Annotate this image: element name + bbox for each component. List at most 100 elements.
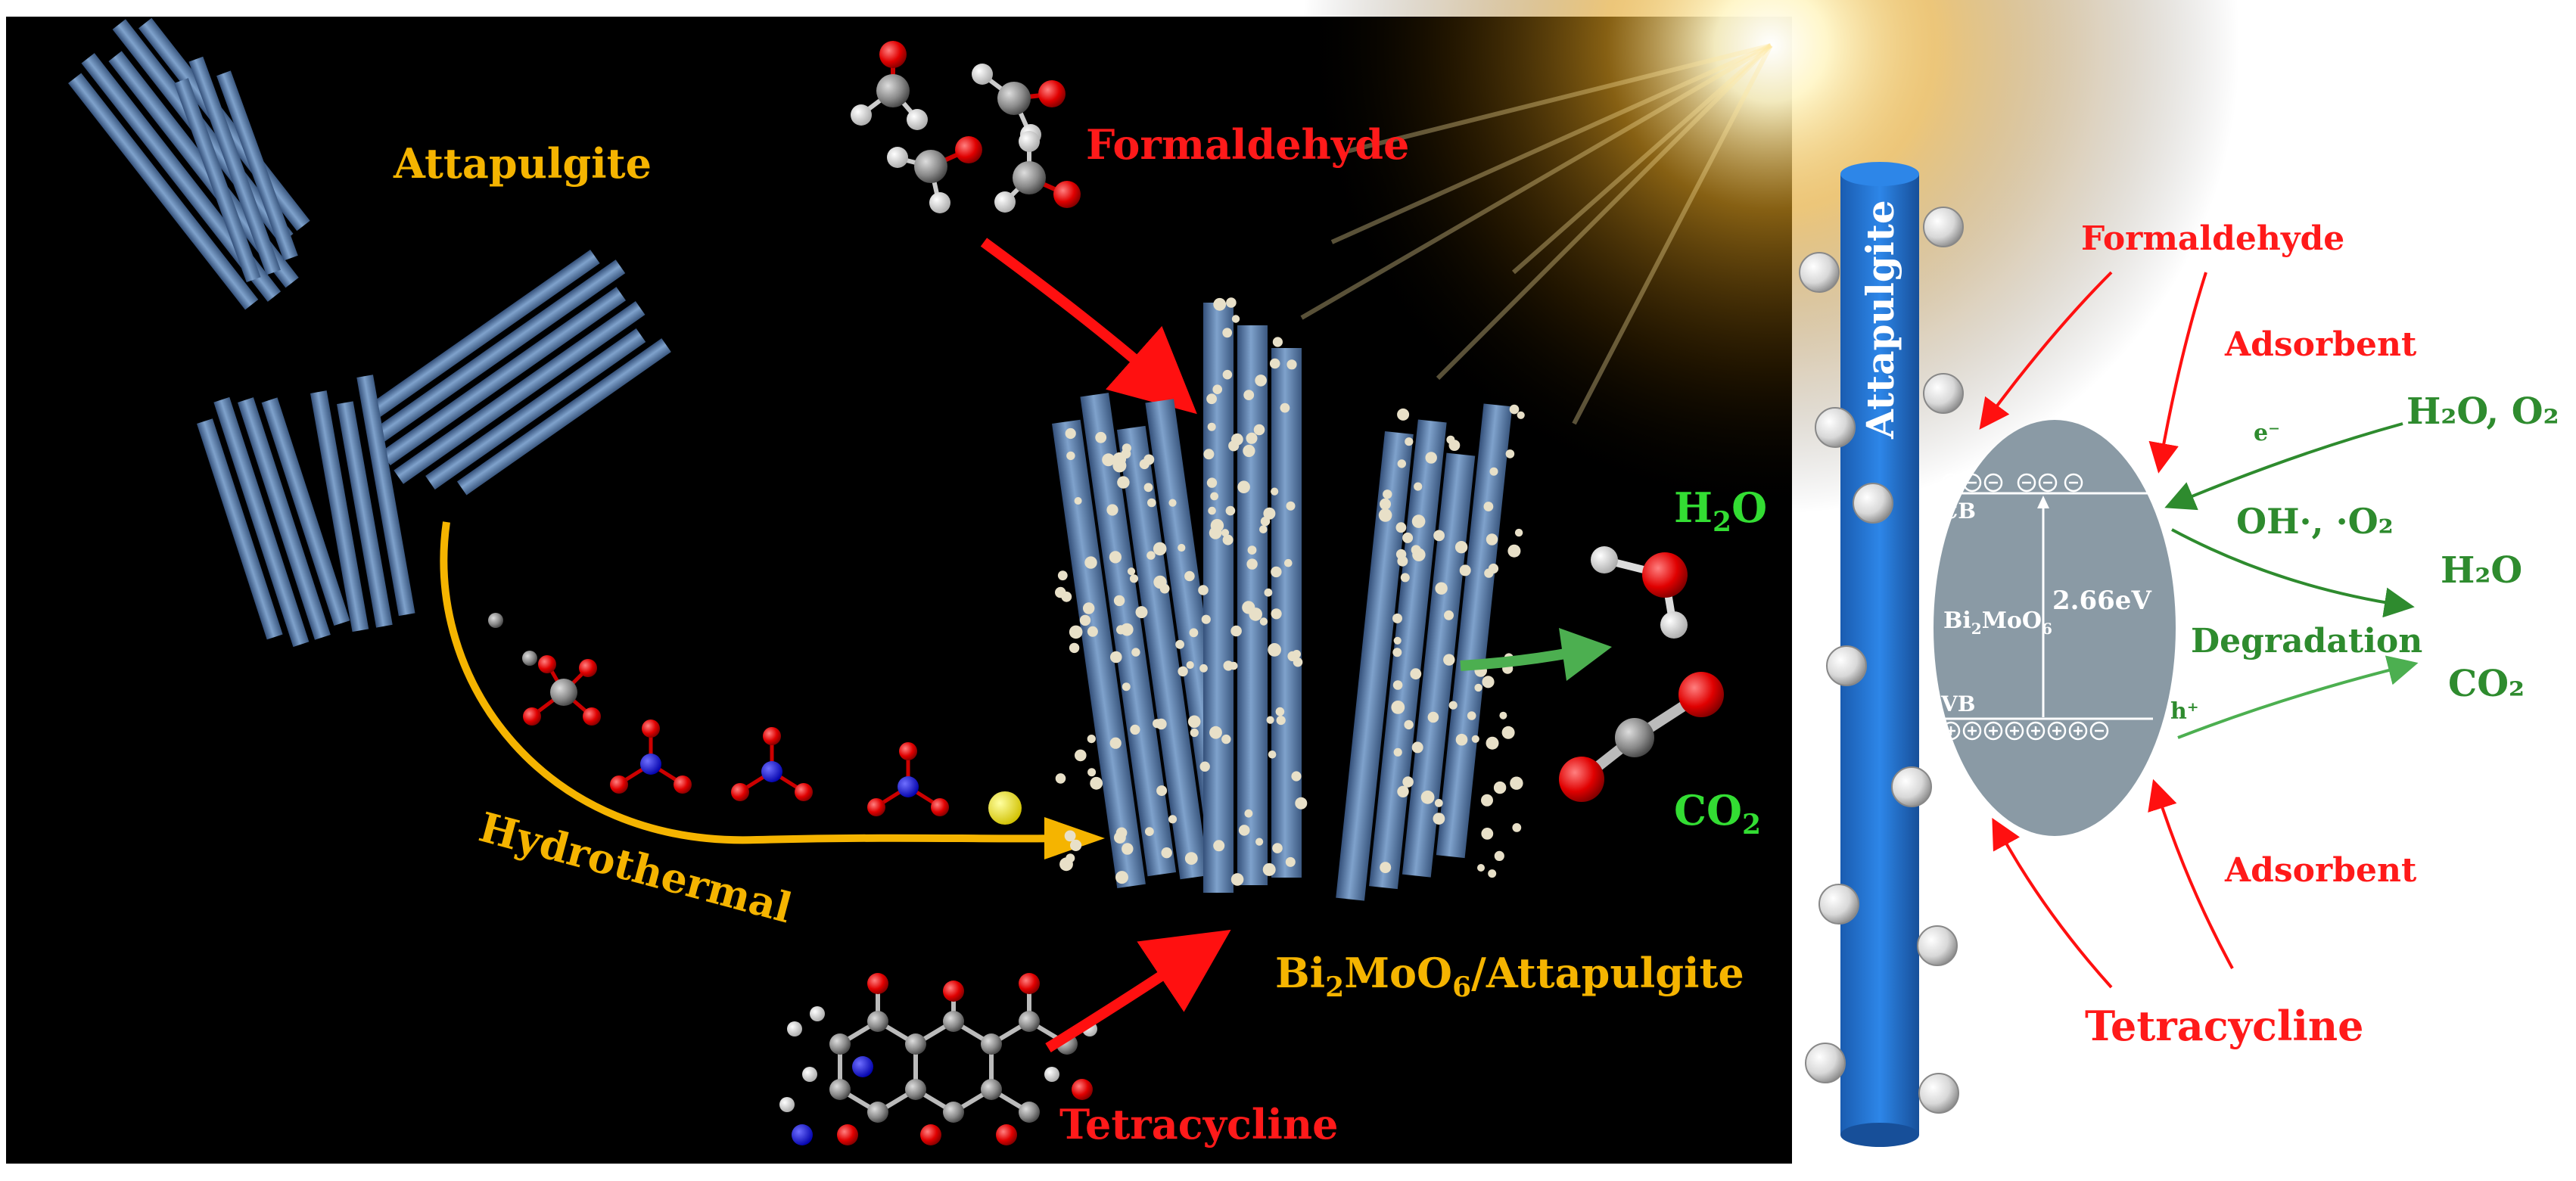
nanoparticle (1146, 551, 1156, 560)
nanoparticle (1395, 549, 1407, 560)
nanoparticle (1114, 831, 1126, 844)
nanoparticle (1272, 843, 1283, 853)
nanoparticle (1477, 864, 1485, 872)
nanoparticle (1079, 614, 1091, 626)
composite-rods-icon (1052, 297, 1525, 901)
nanoparticle (1510, 776, 1523, 790)
nanoparticle (1109, 737, 1122, 749)
formaldehyde-label: Formaldehyde (1086, 120, 1409, 169)
hole-circles (1941, 721, 2109, 741)
nanoparticle (1459, 564, 1471, 577)
nanoparticle (1199, 761, 1210, 772)
nanoparticle (1228, 440, 1240, 452)
formaldehyde-adsorb-arrow-left (1979, 271, 2113, 430)
nanoparticle (1486, 736, 1499, 750)
nanoparticle (1276, 716, 1286, 726)
left-panel: Attapulgite (6, 0, 2240, 1164)
nanoparticle (1244, 809, 1253, 818)
nanoparticle (1271, 566, 1282, 578)
nanoparticle (1412, 548, 1426, 561)
nanoparticle (1110, 651, 1122, 664)
nanoparticle (1484, 568, 1494, 578)
right-formaldehyde-label: Formaldehyde (2081, 219, 2344, 258)
nanoparticle (1397, 785, 1409, 798)
nanoparticle (1255, 838, 1264, 846)
nanoparticle (1187, 715, 1201, 729)
nanoparticle (1425, 452, 1437, 464)
attapulgite-label: Attapulgite (393, 139, 652, 188)
tetracycline-molecule-icon (779, 973, 1097, 1145)
nanoparticle (1393, 747, 1402, 757)
nanoparticle (1481, 794, 1493, 806)
nanoparticle (1402, 532, 1414, 543)
water-molecule-icon (1591, 546, 1688, 639)
tetracycline-label: Tetracycline (1059, 1100, 1339, 1148)
nanoparticle (1411, 514, 1426, 528)
nanoparticle (1147, 498, 1156, 508)
nanoparticle (1221, 734, 1231, 744)
nanoparticle (1207, 422, 1216, 431)
nanoparticle (1201, 614, 1211, 624)
nanoparticle (1212, 384, 1222, 394)
nanoparticle (1247, 545, 1257, 555)
nanoparticle (1380, 862, 1392, 874)
nanoparticle (1225, 505, 1236, 516)
nanoparticle (1095, 431, 1107, 443)
nanoparticle (1246, 432, 1258, 444)
nanoparticle (1397, 408, 1410, 421)
nanoparticle (1392, 613, 1402, 623)
formaldehyde-adsorb-arrow-right (2148, 272, 2207, 474)
nanoparticle (1206, 393, 1217, 405)
nanoparticle (1090, 776, 1103, 790)
nanoparticle (1271, 608, 1282, 620)
nanoparticle (1213, 840, 1225, 852)
nanoparticle (1405, 437, 1414, 446)
tetracycline-adsorb-arrow-right (2148, 779, 2234, 969)
product-arrowhead (1559, 628, 1612, 681)
nanoparticle (1444, 610, 1454, 620)
nanoparticle (1122, 682, 1131, 692)
bandgap-label: 2.66eV (2052, 586, 2151, 616)
nanoparticle (1083, 602, 1095, 614)
nanoparticle (1514, 528, 1523, 537)
nanoparticle (1064, 830, 1076, 842)
nanoparticle (1231, 315, 1240, 323)
nanoparticle (1127, 567, 1136, 576)
nanoparticle (1467, 711, 1476, 720)
nanoparticle (1226, 297, 1237, 308)
nanoparticle (1286, 359, 1297, 370)
nanoparticle (1116, 625, 1126, 635)
nanoparticle (1509, 404, 1520, 415)
nanoparticle (1392, 648, 1402, 657)
nanoparticle (1113, 595, 1125, 607)
nanoparticle (1271, 487, 1279, 496)
composite-label: Bi2MoO6/Attapulgite (1275, 949, 1744, 1003)
nanoparticle (1178, 543, 1186, 552)
bandgap-arrowhead (2037, 496, 2049, 508)
nanoparticle (1380, 498, 1391, 510)
attapulgite-rods-icon (68, 17, 671, 648)
nanoparticle (1378, 508, 1392, 522)
nanoparticle (1208, 506, 1216, 515)
degradation-label: Degradation (2191, 622, 2422, 660)
nanoparticle (1242, 601, 1255, 614)
nanoparticle (1178, 666, 1188, 677)
nanoparticle (1448, 701, 1458, 710)
nanoparticle (1404, 719, 1414, 730)
co2-product-arrow (2177, 655, 2419, 739)
nanoparticle (1069, 642, 1080, 654)
nanoparticle (1489, 467, 1498, 476)
nanoparticle (1057, 570, 1068, 581)
nanoparticle (1222, 328, 1233, 338)
right-panel: Attapulgite (1799, 162, 2559, 1147)
nanoparticle (1145, 827, 1154, 836)
formaldehyde-molecules-icon (851, 41, 1081, 213)
adsorbent-bottom-label: Adsorbent (2224, 851, 2417, 890)
precursor-molecules-icon (488, 613, 1022, 825)
nanoparticle (1471, 735, 1479, 743)
nanoparticle (1286, 501, 1296, 511)
nanoparticle (1397, 459, 1407, 468)
nanoparticle (1269, 358, 1280, 369)
vb-label: VB (1940, 692, 1975, 716)
nanoparticle (1130, 724, 1140, 735)
